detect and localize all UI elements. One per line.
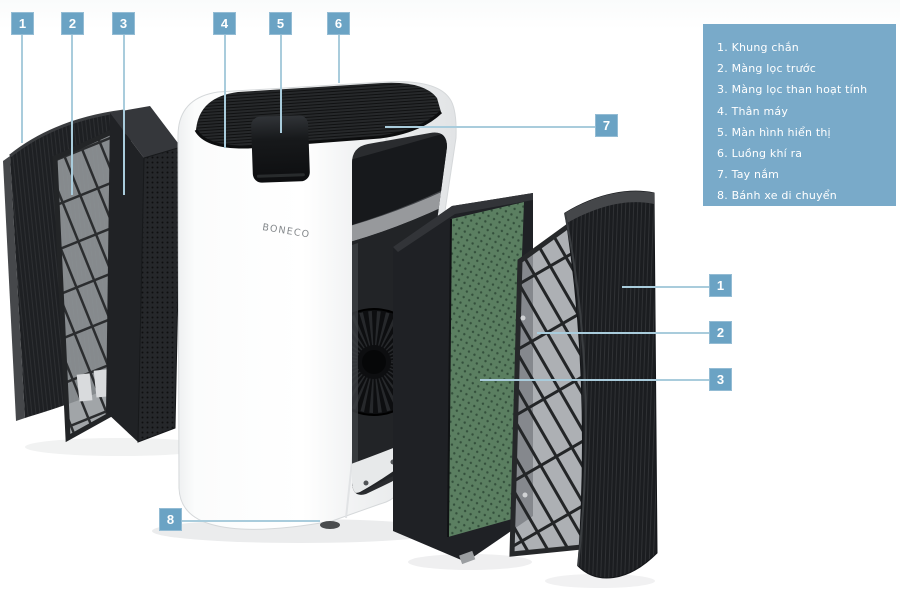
caster-wheel [320, 521, 340, 529]
connector-line-6-top [338, 35, 340, 83]
marker-carbon-top: 3 [112, 12, 135, 35]
carbon-filter-front [393, 193, 533, 565]
connector-line-1-top [21, 35, 23, 143]
connector-line-4-top [224, 35, 226, 148]
legend-item-air-outlet: 6. Luồng khí ra [717, 147, 803, 161]
marker-air-outlet: 6 [327, 12, 350, 35]
connector-line-5-top [280, 35, 282, 133]
marker-frame-top: 1 [11, 12, 34, 35]
marker-display: 5 [269, 12, 292, 35]
marker-wheels: 8 [159, 508, 182, 531]
green-filter-face [448, 202, 524, 537]
connector-line-3-top [123, 35, 125, 195]
carbon-filter-rear [106, 106, 182, 443]
handle-recess [352, 132, 447, 226]
connector-line-8 [182, 520, 320, 522]
legend-item-carbon: 3. Màng lọc than hoạt tính [717, 83, 868, 97]
legend-item-body: 4. Thân máy [717, 104, 789, 118]
marker-prefilter-right: 2 [709, 321, 732, 344]
legend-item-prefilter: 2. Màng lọc trước [717, 62, 816, 76]
marker-frame-right: 1 [709, 274, 732, 297]
marker-body: 4 [213, 12, 236, 35]
bottom-sill [352, 445, 401, 493]
connector-line-2-top [71, 35, 73, 195]
marker-carbon-right: 3 [709, 368, 732, 391]
legend-item-display: 5. Màn hình hiển thị [717, 125, 831, 139]
display-screen [251, 115, 310, 183]
marker-handle: 7 [595, 114, 618, 137]
connector-line-2-right [537, 332, 709, 334]
legend-item-handle: 7. Tay nắm [717, 168, 780, 182]
legend-item-frame: 1. Khung chắn [717, 41, 799, 54]
connector-line-3-right [480, 379, 709, 381]
connector-line-7 [385, 126, 595, 128]
connector-line-1-right [622, 286, 709, 288]
legend-panel: 1. Khung chắn 2. Màng lọc trước 3. Màng … [703, 24, 896, 206]
marker-prefilter-top: 2 [61, 12, 84, 35]
legend-item-wheels: 8. Bánh xe di chuyển [717, 189, 837, 203]
